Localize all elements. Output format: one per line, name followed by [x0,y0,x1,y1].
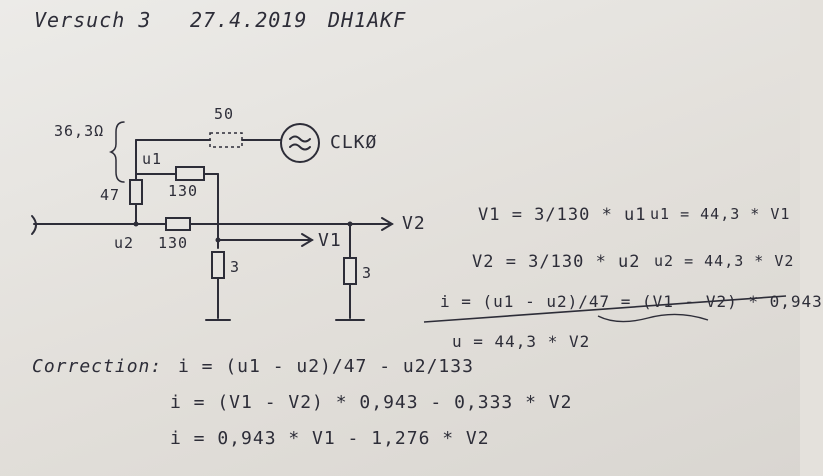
correction-line-2: i = (V1 - V2) * 0,943 - 0,333 * V2 [170,392,573,413]
bracket-36-ohm [108,121,125,183]
strike-line [423,295,787,323]
arrow-v1 [301,233,314,247]
resistor-47 [129,179,143,205]
label-r-3-left: 3 [230,258,241,276]
resistor-3-left [211,251,225,279]
resistor-130-upper [175,166,205,181]
label-out-v2: V2 [402,213,426,234]
equation-struck: i = (u1 - u2)/47 = (V1 - V2) * 0,943 [440,292,823,311]
label-r-top: 50 [214,105,235,123]
paper-sheet [0,0,800,476]
sheet-title: Versuch 3 [34,8,152,32]
resistor-130-lower [165,217,191,231]
sine-wave-icon [289,135,311,151]
label-r-130-lower: 130 [158,234,189,252]
node-dot-u2 [133,221,139,227]
sheet-callsign: DH1AKF [328,8,407,32]
arrow-v2 [381,217,394,231]
equation-u: u = 44,3 * V2 [452,332,591,351]
circuit-schematic [31,121,787,323]
label-r-3-right: 3 [362,264,373,282]
correction-line-3: i = 0,943 * V1 - 1,276 * V2 [170,428,490,449]
label-node-u1: u1 [142,150,163,168]
underline-stroke [597,313,709,323]
label-node-u2: u2 [114,234,135,252]
resistor-3-right [343,257,357,285]
resistor-50-dashed [209,132,243,148]
label-r-47: 47 [100,186,121,204]
label-r-130-upper: 130 [168,182,199,200]
equation-u1: u1 = 44,3 * V1 [650,205,791,223]
equation-v1: V1 = 3/130 * u1 [478,205,647,225]
label-r-side: 36,3Ω [54,122,105,140]
sheet-date: 27.4.2019 [190,8,308,32]
equation-u2: u2 = 44,3 * V2 [654,252,795,270]
correction-label: Correction: [32,356,163,377]
correction-line-1: i = (u1 - u2)/47 - u2/133 [178,356,474,377]
label-out-v1: V1 [318,230,342,251]
label-generator: CLKØ [330,132,378,153]
equation-v2: V2 = 3/130 * u2 [472,252,641,272]
generator-symbol [280,123,320,163]
